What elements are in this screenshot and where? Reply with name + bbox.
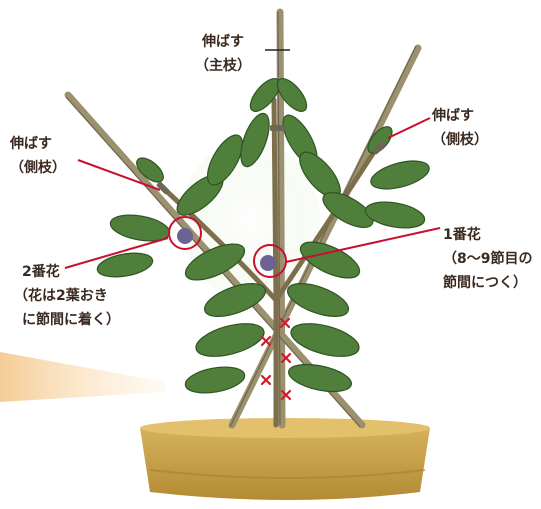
second-flower-label: 2番花 （花は2葉おき に節間に着く） (14, 262, 120, 330)
second-flower-line3: に節間に着く） (22, 312, 120, 328)
main-stem-label: 伸ばす （主枝） (188, 32, 258, 76)
side-branch-right-line2: （側枝） (432, 132, 488, 148)
soil-pot (140, 418, 430, 500)
side-branch-left-label: 伸ばす （側枝） (10, 134, 66, 178)
side-branch-right-label: 伸ばす （側枝） (432, 106, 488, 150)
second-flower-circle (168, 216, 202, 250)
flower-icon (177, 228, 276, 271)
second-flower-line2: （花は2葉おき (14, 288, 108, 304)
second-flower-line1: 2番花 (22, 264, 60, 280)
first-flower-label: 1番花 （8～9節目の 節間につく） (443, 225, 532, 293)
main-stem-label-line2: （主枝） (195, 58, 251, 74)
highlight-beam (0, 352, 165, 402)
side-branch-right-line1: 伸ばす (432, 108, 474, 124)
side-branch-left-line1: 伸ばす (10, 136, 52, 152)
first-flower-line1: 1番花 (443, 227, 481, 243)
leader-lines (64, 117, 441, 269)
prune-x-marks (260, 317, 292, 401)
main-stem-label-line1: 伸ばす (202, 34, 244, 50)
plant-leaves (96, 78, 430, 394)
side-branch-left-line2: （側枝） (10, 160, 66, 176)
first-flower-line2: （8～9節目の (443, 251, 533, 267)
first-flower-line3: 節間につく） (443, 275, 527, 291)
